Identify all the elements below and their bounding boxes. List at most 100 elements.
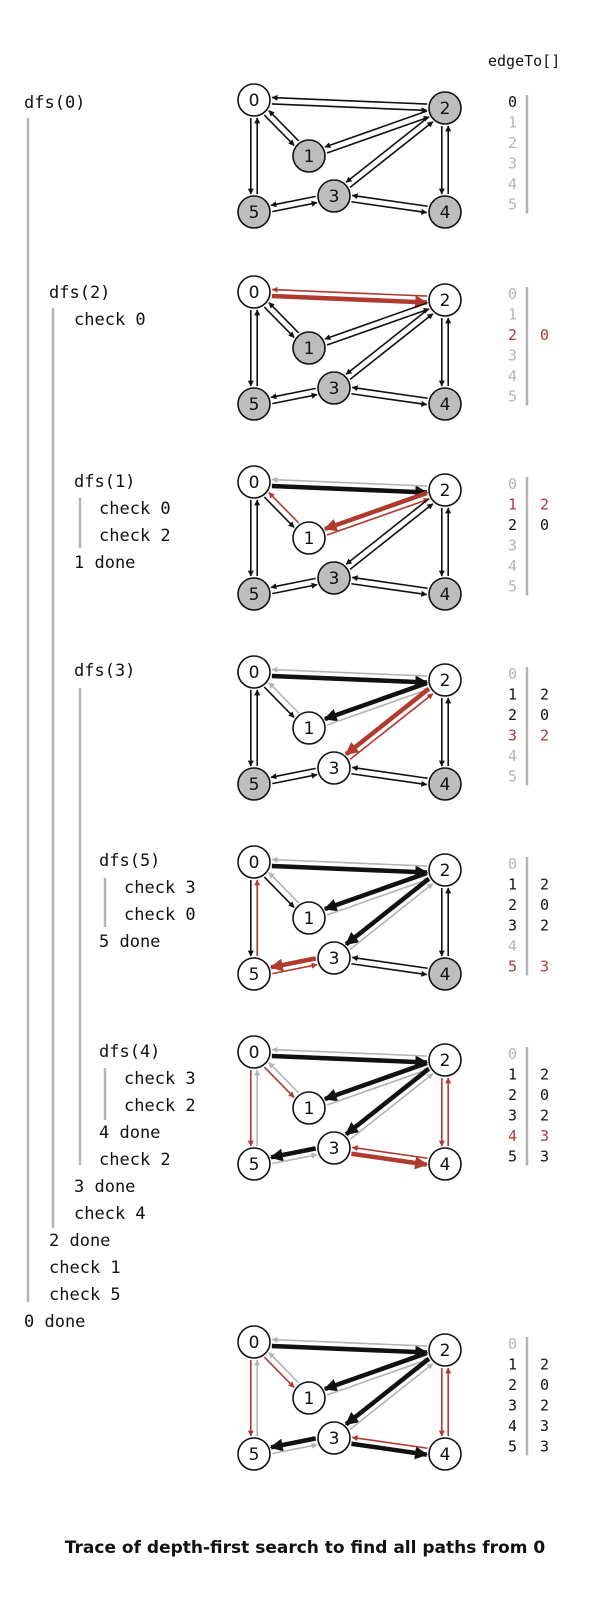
vertex-3	[317, 941, 351, 975]
edge-to-value: 3	[540, 1438, 549, 1456]
edge-5-3	[272, 772, 318, 785]
vertex-label: 3	[329, 949, 340, 969]
edge-0-1	[263, 1066, 295, 1098]
trace-line: dfs(0)	[24, 93, 85, 113]
vertex-4	[428, 577, 462, 611]
vertex-3	[317, 751, 351, 785]
vertex-label: 2	[440, 99, 451, 119]
vertex-label: 4	[440, 203, 451, 223]
edge-3-4	[351, 582, 428, 597]
trace-line: check 2	[124, 1096, 196, 1116]
trace-line: check 4	[74, 1204, 146, 1224]
edge-4-3	[351, 575, 428, 590]
figure-caption: Trace of depth-first search to find all …	[64, 1538, 546, 1558]
vertex-2	[428, 663, 462, 697]
edge-to-index: 3	[508, 347, 517, 365]
vertex-2	[428, 1333, 462, 1367]
edge-to-index: 5	[508, 958, 517, 976]
vertex-label: 0	[249, 91, 260, 111]
vertex-4	[428, 387, 462, 421]
edge-to-index: 1	[508, 496, 517, 514]
vertex-2	[428, 853, 462, 887]
edge-to-value: 3	[540, 958, 549, 976]
edge-to-index: 0	[508, 1045, 517, 1063]
edge-to-index: 2	[508, 896, 517, 914]
edge-3-2	[349, 1363, 434, 1430]
edge-3-4	[351, 1441, 429, 1460]
edge-1-2	[326, 1357, 430, 1396]
edge-to-value: 2	[540, 1397, 549, 1415]
edge-to-index: 4	[508, 937, 517, 955]
trace-line: check 3	[124, 878, 196, 898]
edge-0-2	[271, 1343, 429, 1359]
trace-line: 4 done	[99, 1123, 160, 1143]
edge-to-index: 4	[508, 1127, 517, 1145]
edge-to-index: 2	[508, 516, 517, 534]
vertex-5	[237, 1147, 271, 1181]
vertex-label: 0	[249, 1333, 260, 1353]
vertex-label: 4	[440, 775, 451, 795]
vertex-label: 1	[304, 529, 315, 549]
edge-to-header: edgeTo[]	[488, 52, 560, 70]
edge-1-0	[268, 492, 300, 524]
trace-line: check 1	[49, 1258, 121, 1278]
vertex-label: 1	[304, 147, 315, 167]
vertex-label: 0	[249, 473, 260, 493]
vertex-2	[428, 473, 462, 507]
edge-2-3	[344, 1066, 431, 1137]
vertex-2	[428, 1043, 462, 1077]
edge-to-index: 3	[508, 1397, 517, 1415]
edge-to-index: 5	[508, 1148, 517, 1166]
trace-line: check 5	[49, 1285, 121, 1305]
edge-to-value: 2	[540, 727, 549, 745]
edge-2-3	[344, 1356, 431, 1427]
edge-to-index: 2	[508, 326, 517, 344]
edge-to-value: 0	[540, 326, 549, 344]
edge-2-0	[271, 1046, 428, 1057]
edge-to-value: 0	[540, 896, 549, 914]
edge-to-index: 1	[508, 876, 517, 894]
edge-3-5	[270, 195, 316, 208]
edge-0-2	[271, 1053, 429, 1069]
edge-3-5	[270, 387, 316, 400]
edge-3-2	[349, 503, 434, 570]
vertex-3	[317, 371, 351, 405]
edge-0-2	[271, 673, 429, 689]
edge-4-3	[351, 1435, 428, 1450]
edge-to-value: 3	[540, 1127, 549, 1145]
vertex-3	[317, 1421, 351, 1455]
edge-1-2	[326, 877, 430, 916]
trace-line: 5 done	[99, 932, 160, 952]
vertex-label: 5	[249, 965, 260, 985]
edge-5-3	[272, 392, 318, 405]
edge-3-5	[270, 767, 316, 780]
edge-to-index: 0	[508, 665, 517, 683]
edge-2-3	[345, 498, 430, 565]
vertex-label: 5	[249, 775, 260, 795]
edge-to-index: 4	[508, 367, 517, 385]
trace-line: check 0	[124, 905, 196, 925]
edge-1-0	[268, 302, 300, 334]
edge-to-index: 4	[508, 175, 517, 193]
vertex-0	[237, 275, 271, 309]
vertex-label: 3	[329, 759, 340, 779]
vertex-5	[237, 387, 271, 421]
vertex-3	[317, 1131, 351, 1165]
vertex-4	[428, 195, 462, 229]
edge-to-index: 0	[508, 475, 517, 493]
edge-2-1	[323, 490, 428, 532]
edge-to-index: 4	[508, 1417, 517, 1435]
edge-5-3	[272, 582, 318, 595]
edge-to-index: 0	[508, 285, 517, 303]
edge-to-index: 0	[508, 1335, 517, 1353]
vertex-label: 4	[440, 1445, 451, 1465]
edge-to-value: 2	[540, 686, 549, 704]
edge-to-index: 5	[508, 768, 517, 786]
vertex-label: 1	[304, 909, 315, 929]
vertex-label: 2	[440, 1051, 451, 1071]
vertex-0	[237, 83, 271, 117]
edge-3-2	[349, 883, 434, 950]
edge-1-0	[268, 110, 300, 142]
